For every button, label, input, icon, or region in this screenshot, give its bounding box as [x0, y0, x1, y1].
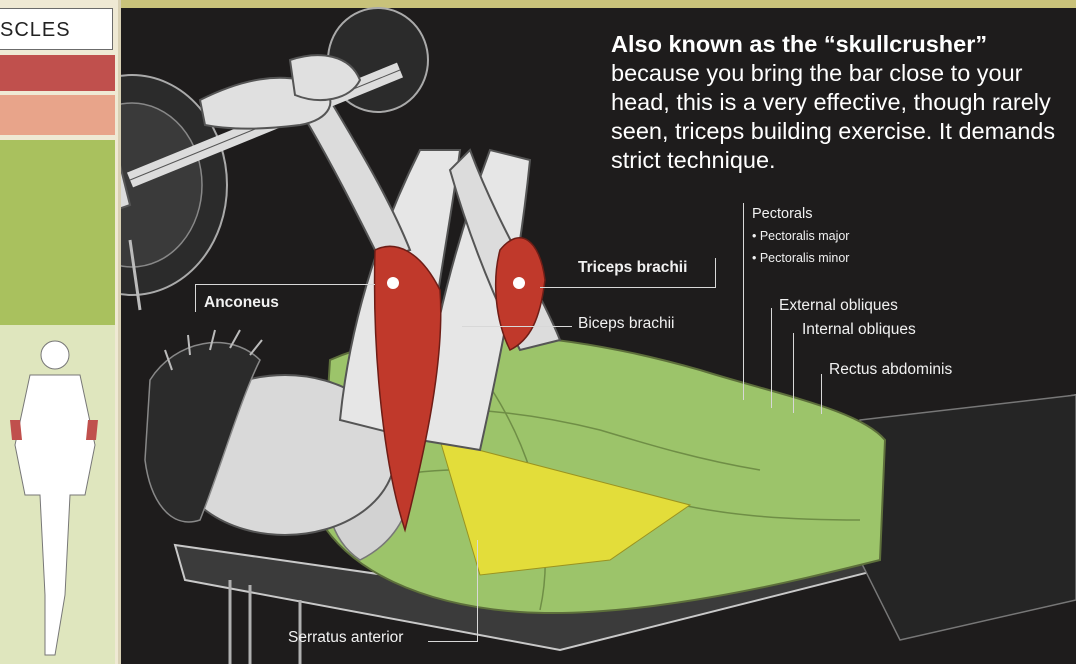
legs	[860, 395, 1076, 640]
key-header: SCLES	[0, 8, 113, 50]
intro-lead: Also known as the “skullcrusher”	[611, 30, 1061, 59]
leader-biceps	[462, 326, 572, 327]
body-diagram	[0, 325, 115, 664]
label-biceps-brachii: Biceps brachii	[578, 315, 675, 333]
label-triceps-brachii: Triceps brachii	[578, 259, 687, 277]
leader-anconeus-h	[195, 284, 375, 285]
muscle-key-panel: SCLES	[0, 0, 121, 664]
body-diagram-panel	[0, 325, 115, 664]
leader-serratus-h	[428, 641, 478, 642]
label-serratus-anterior: Serratus anterior	[288, 629, 403, 647]
intro-body: because you bring the bar close to your …	[611, 60, 1055, 173]
intro-text-block: Also known as the “skullcrusher” because…	[611, 30, 1061, 175]
tertiary-muscle-swatch	[0, 140, 115, 325]
leader-triceps-h	[540, 287, 715, 288]
leader-pectorals	[743, 203, 744, 400]
label-external-obliques: External obliques	[779, 297, 898, 315]
label-rectus-abdominis: Rectus abdominis	[829, 361, 952, 379]
secondary-muscle-swatch	[0, 95, 115, 135]
primary-muscle-swatch	[0, 55, 115, 91]
label-pectorals: Pectorals	[752, 206, 812, 222]
label-anconeus: Anconeus	[204, 294, 279, 312]
leader-rectus-abdominis	[821, 374, 822, 414]
label-pectoralis-minor: • Pectoralis minor	[752, 251, 849, 265]
label-internal-obliques: Internal obliques	[802, 321, 916, 339]
leader-serratus-v	[477, 540, 478, 642]
leader-internal-obliques	[793, 333, 794, 413]
leader-external-obliques	[771, 308, 772, 408]
key-header-text: SCLES	[0, 19, 71, 42]
label-pectoralis-major: • Pectoralis major	[752, 229, 849, 243]
leader-anconeus	[195, 284, 196, 312]
leader-triceps	[715, 258, 716, 288]
